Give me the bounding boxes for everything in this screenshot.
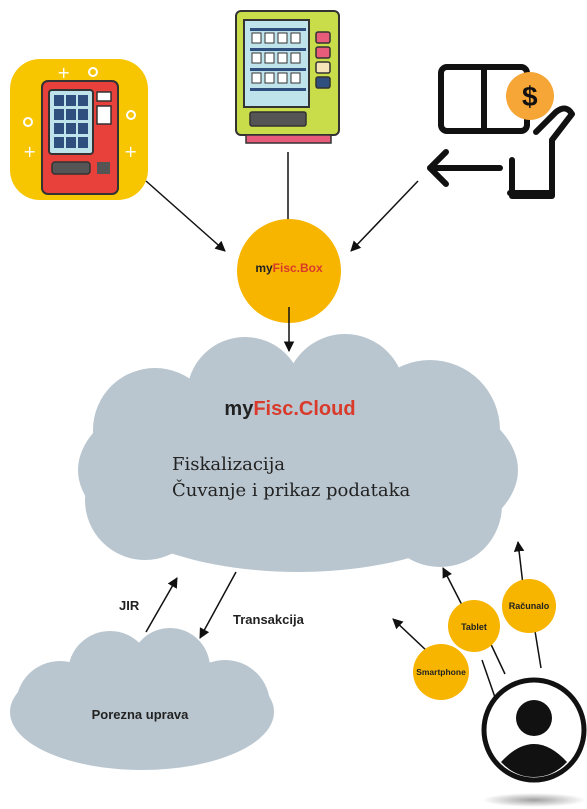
main-cloud-shape [78,334,518,572]
arrow-racunalo-to-cloud [513,540,525,586]
fisc-box-brand-my: my [255,261,273,275]
svg-text:+: + [23,142,36,161]
fisc-cloud-title: myFisc.Cloud [160,398,420,421]
fisc-cloud-brand-my: my [224,398,254,420]
tax-authority-label: Porezna uprava [91,707,189,722]
jir-label: JIR [119,598,140,613]
tablet-node [448,600,500,652]
svg-text:+: + [57,63,70,82]
arrow-payment-to-box [350,180,419,252]
vending-machine-icon: + + + [10,59,148,200]
tax-cloud-shape [10,628,274,770]
fisc-cloud-brand-fisc: Fisc.Cloud [253,398,356,420]
arrow-transakcija [199,571,237,639]
racunalo-label: Računalo [508,601,550,611]
cloud-line-cuvanje: Čuvanje i prikaz podataka [172,480,411,501]
svg-text:+: + [124,142,137,161]
fisc-box-label: myFisc.Box [237,261,341,275]
tablet-label: Tablet [461,622,487,632]
arrow-jir [145,577,178,633]
line-user-to-racunalo [534,630,542,669]
fisc-box-brand-fisc: Fisc.Box [272,261,323,275]
arrow-smartphone-to-cloud [392,618,429,653]
svg-text:$: $ [522,81,538,112]
fisc-cloud-description: Fiskalizacija Čuvanje i prikaz podataka [172,452,410,504]
arrow-tablet-to-cloud [442,567,464,608]
smartphone-label: Smartphone [416,667,466,677]
snack-vending-machine-icon [235,10,340,144]
arrow-vending-to-box [145,180,226,252]
card-payment-icon: $ [427,64,575,199]
transakcija-label: Transakcija [233,612,304,627]
racunalo-node [502,579,556,633]
smartphone-node [413,644,469,700]
cloud-line-fiskalizacija: Fiskalizacija [172,454,286,475]
user-avatar-icon [481,677,587,807]
fisc-box-node [237,219,341,323]
